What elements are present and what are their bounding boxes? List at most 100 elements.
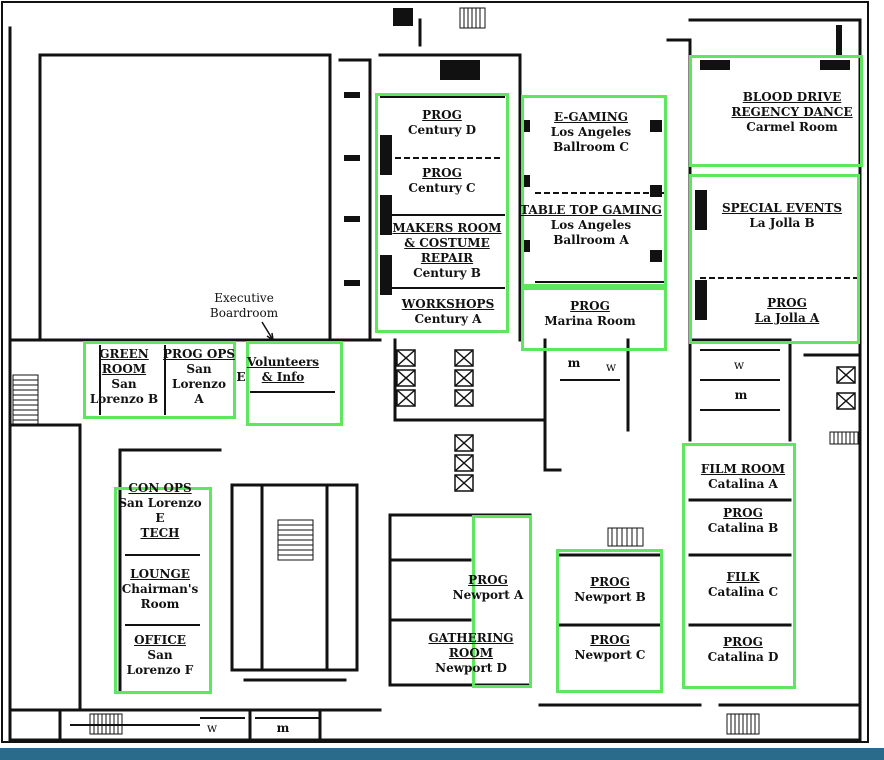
restroom-marker-w: w xyxy=(206,721,218,735)
room-name-line: Los Angeles xyxy=(550,125,632,139)
room-type-line: Volunteers xyxy=(246,355,320,369)
room-type: FILM ROOM xyxy=(700,462,786,476)
room-type: CON OPS xyxy=(128,481,192,495)
room-century-a[interactable]: WORKSHOPS Century A xyxy=(402,297,494,327)
room-century-d[interactable]: PROG Century D xyxy=(408,108,476,138)
executive-boardroom-line: Executive xyxy=(214,291,274,305)
room-name: Carmel Room xyxy=(746,120,838,134)
room-name-line: Ballroom A xyxy=(553,233,629,247)
room-name: Century D xyxy=(407,123,477,137)
room-name-line: Ballroom C xyxy=(553,140,629,154)
executive-boardroom-line: Boardroom xyxy=(209,306,279,320)
room-type: PROG xyxy=(723,635,763,649)
room-name: Marina Room xyxy=(544,314,636,328)
room-type: PROG xyxy=(422,166,462,180)
room-highlight-la-jolla[interactable] xyxy=(689,174,860,344)
room-catalina-b[interactable]: PROG Catalina B xyxy=(708,506,779,536)
room-highlight-volunteers[interactable] xyxy=(246,341,343,426)
room-name: Catalina D xyxy=(707,650,779,664)
room-newport-b[interactable]: PROG Newport B xyxy=(574,575,646,605)
room-name: La Jolla A xyxy=(754,311,820,325)
room-highlight-marina[interactable] xyxy=(521,287,667,351)
room-type-line: REPAIR xyxy=(420,251,474,265)
restroom-marker-m: m xyxy=(276,721,290,735)
room-name-line: Lorenzo B xyxy=(89,392,159,406)
room-highlight-newport-bc[interactable] xyxy=(556,549,663,693)
room-newport-a[interactable]: PROG Newport A xyxy=(453,573,524,603)
room-san-lorenzo-a[interactable]: PROG OPS San Lorenzo A xyxy=(163,347,235,407)
room-name: Catalina A xyxy=(708,477,778,491)
room-type: WORKSHOPS xyxy=(401,297,495,311)
room-type: OFFICE xyxy=(134,633,186,647)
restroom-marker-w: w xyxy=(605,360,617,374)
room-name: Century B xyxy=(413,266,481,280)
room-type-line: BLOOD DRIVE xyxy=(742,90,842,104)
room-type-line: ROOM xyxy=(101,362,147,376)
room-san-lorenzo-f[interactable]: OFFICE San Lorenzo F xyxy=(127,633,194,678)
room-highlight-san-lorenzo-ef[interactable] xyxy=(114,487,212,694)
room-name: Catalina C xyxy=(708,585,778,599)
restroom-marker-m: m xyxy=(567,356,581,370)
restroom-marker-m: m xyxy=(734,388,748,402)
room-highlight-century[interactable] xyxy=(375,93,509,333)
room-highlight-la-ballrooms[interactable] xyxy=(521,95,667,287)
room-chairmans[interactable]: LOUNGE Chairman's Room xyxy=(122,567,199,612)
room-type: E-GAMING xyxy=(553,110,629,124)
room-type: PROG xyxy=(767,296,807,310)
room-highlight-san-lorenzo-ab[interactable] xyxy=(83,341,236,419)
room-name-line: Lorenzo xyxy=(172,377,226,391)
room-type: LOUNGE xyxy=(130,567,190,581)
room-name-line: Lorenzo F xyxy=(126,663,194,677)
room-marina[interactable]: PROG Marina Room xyxy=(544,299,635,329)
room-name-line: San Lorenzo xyxy=(118,496,202,510)
executive-boardroom-label: Executive Boardroom xyxy=(210,291,278,321)
room-type-line: GATHERING xyxy=(428,631,514,645)
room-la-ballroom-c[interactable]: E-GAMING Los Angeles Ballroom C xyxy=(551,110,631,155)
room-name: Century A xyxy=(414,312,482,326)
room-highlight-newport-ad[interactable] xyxy=(472,515,532,688)
room-newport-c[interactable]: PROG Newport C xyxy=(575,633,646,663)
room-type: SPECIAL EVENTS xyxy=(721,201,843,215)
room-century-b[interactable]: MAKERS ROOM & COSTUME REPAIR Century B xyxy=(392,221,501,281)
room-name-line: Los Angeles xyxy=(550,218,632,232)
room-la-jolla-b[interactable]: SPECIAL EVENTS La Jolla B xyxy=(722,201,842,231)
room-type: FILK xyxy=(726,570,760,584)
room-catalina-c[interactable]: FILK Catalina C xyxy=(708,570,778,600)
restroom-marker-w: w xyxy=(733,358,745,372)
room-type-line: ROOM xyxy=(448,646,494,660)
room-la-ballroom-a[interactable]: TABLE TOP GAMING Los Angeles Ballroom A xyxy=(520,203,662,248)
room-name-line: San xyxy=(111,377,137,391)
room-newport-d[interactable]: GATHERING ROOM Newport D xyxy=(428,631,513,676)
room-type: PROG xyxy=(422,108,462,122)
room-name: Newport C xyxy=(574,648,646,662)
room-name: Newport A xyxy=(452,588,524,602)
room-type-line: & Info xyxy=(261,370,305,384)
room-highlight-catalina[interactable] xyxy=(682,443,796,689)
elevator-marker: E xyxy=(236,370,246,384)
room-type: PROG xyxy=(468,573,508,587)
room-type: PROG xyxy=(570,299,610,313)
room-type: PROG xyxy=(590,575,630,589)
room-volunteers-info[interactable]: Volunteers & Info xyxy=(247,355,319,385)
room-name-line: Room xyxy=(140,597,180,611)
room-catalina-d[interactable]: PROG Catalina D xyxy=(708,635,779,665)
room-name-line: E xyxy=(155,511,165,525)
room-type-line: GREEN xyxy=(99,347,149,361)
room-highlight-carmel[interactable] xyxy=(689,55,863,167)
room-la-jolla-a[interactable]: PROG La Jolla A xyxy=(755,296,819,326)
room-name: Newport D xyxy=(435,661,507,675)
room-san-lorenzo-e[interactable]: CON OPS San Lorenzo E TECH xyxy=(118,481,201,541)
room-type: PROG OPS xyxy=(162,347,236,361)
room-san-lorenzo-b[interactable]: GREEN ROOM San Lorenzo B xyxy=(90,347,158,407)
room-catalina-a[interactable]: FILM ROOM Catalina A xyxy=(701,462,785,492)
room-name-line: San xyxy=(147,648,173,662)
room-type-line: MAKERS ROOM xyxy=(392,221,502,235)
room-type-line: REGENCY DANCE xyxy=(731,105,853,119)
room-type: PROG xyxy=(590,633,630,647)
room-century-c[interactable]: PROG Century C xyxy=(408,166,475,196)
room-name-line: San xyxy=(186,362,212,376)
room-extra: TECH xyxy=(140,526,180,540)
room-name-line: Chairman's xyxy=(121,582,199,596)
room-carmel[interactable]: BLOOD DRIVE REGENCY DANCE Carmel Room xyxy=(731,90,852,135)
